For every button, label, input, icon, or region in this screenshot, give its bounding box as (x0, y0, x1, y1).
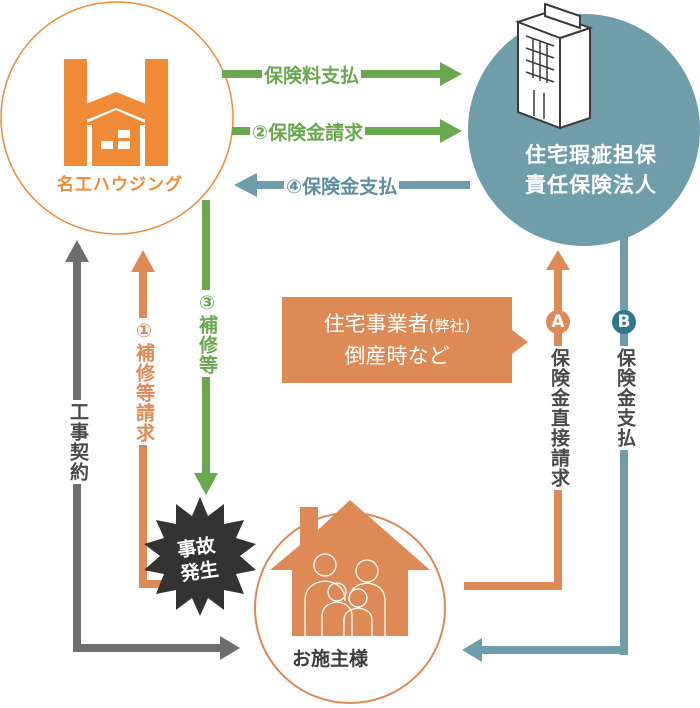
direct-payment-label: 保険金支払 (612, 346, 639, 450)
starburst-icon (144, 497, 256, 616)
owner-name: お施主様 (291, 648, 368, 670)
office-building-icon (515, 2, 593, 130)
callout-line1-small: (弊社) (428, 317, 471, 335)
house-h-logo-icon (64, 59, 168, 166)
callout-line2: 倒産時など (344, 344, 450, 368)
direct-payment-badge: B (612, 310, 636, 334)
construction-contract-label: 工事契約 (65, 400, 92, 484)
direct-payment-arrow (462, 230, 628, 662)
callout-pointer (512, 330, 528, 354)
repair-request-label: ①補修等請求 (131, 318, 158, 445)
premium-payment-label: 保険料支払 (262, 61, 362, 88)
callout-line1: 住宅事業者(弊社) (282, 309, 512, 341)
company-name: 名工ハウジング (57, 175, 183, 195)
insurer-name-line2: 責任保険法人 (525, 173, 657, 197)
direct-claim-label: 保険金直接請求 (546, 346, 573, 490)
family-house-icon (270, 500, 430, 636)
insurer-name-line1: 住宅瑕疵担保 (525, 143, 657, 167)
repair-label: ③補修等 (194, 290, 221, 377)
insurer-name: 住宅瑕疵担保 責任保険法人 (486, 140, 696, 200)
claim-payment-label: ④保険金支払 (284, 172, 400, 199)
direct-claim-badge: A (546, 310, 570, 334)
claim-request-label: ②保険金請求 (250, 118, 366, 145)
bankruptcy-callout: 住宅事業者(弊社) 倒産時など (282, 297, 512, 383)
callout-line1-main: 住宅事業者 (323, 312, 429, 336)
